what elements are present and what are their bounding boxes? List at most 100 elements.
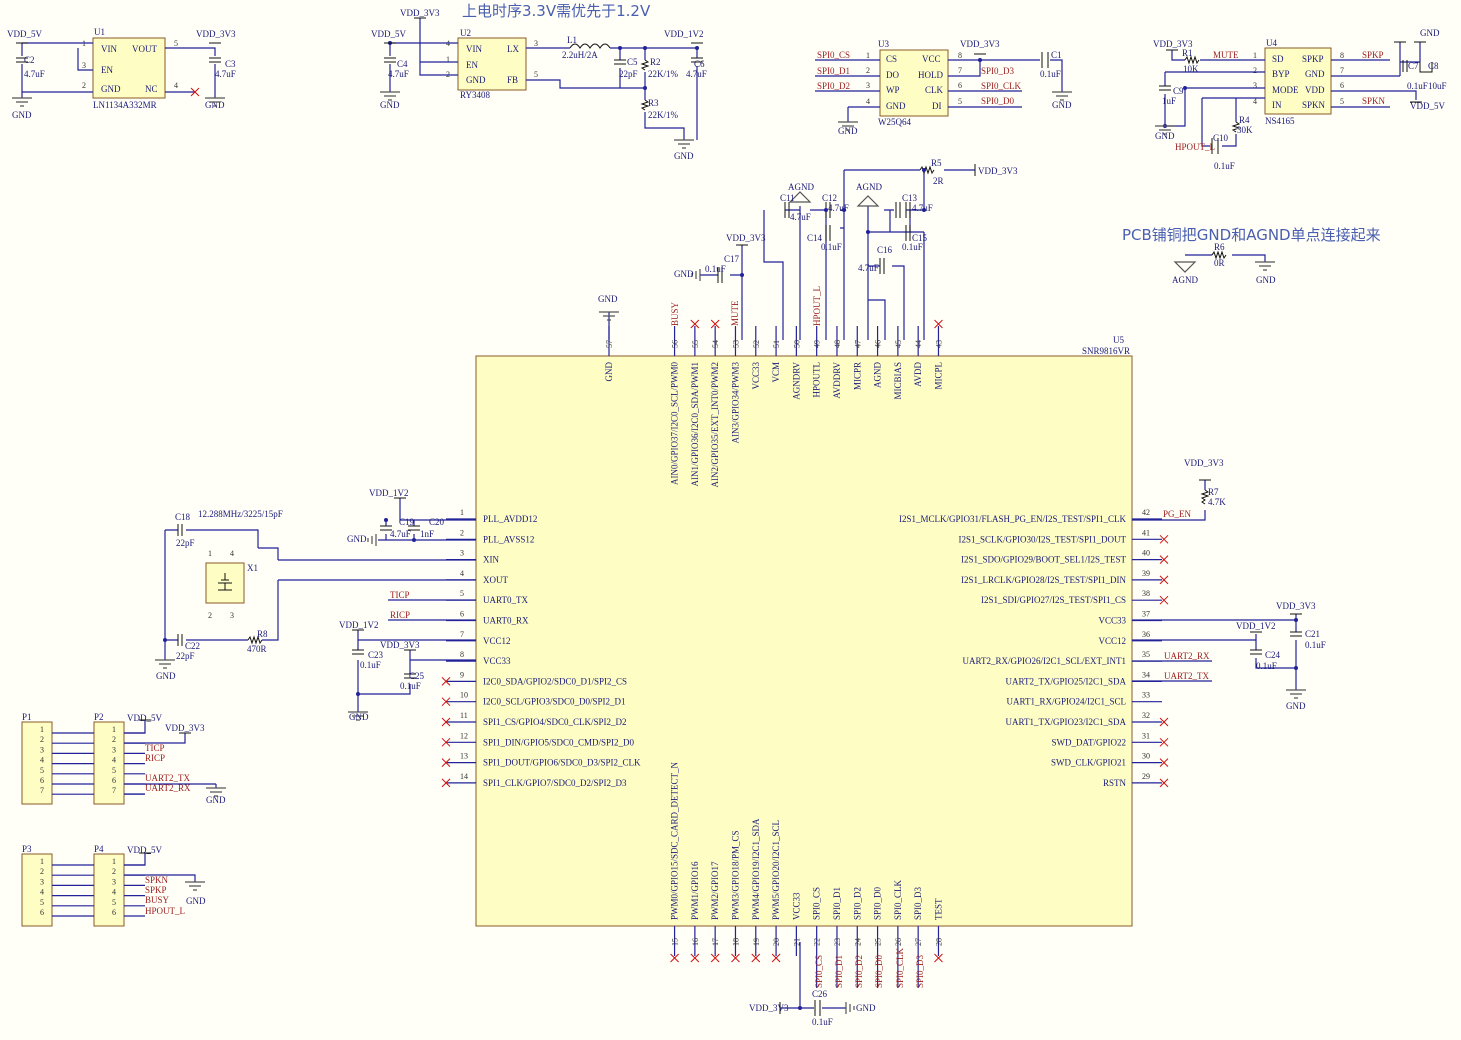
svg-text:0R: 0R: [1214, 258, 1225, 268]
svg-text:VIN: VIN: [101, 44, 117, 54]
u5-pin-number: 11: [460, 711, 468, 720]
svg-text:6: 6: [958, 81, 962, 90]
svg-text:TICP: TICP: [145, 743, 165, 753]
u5-pin-number: 19: [752, 938, 761, 946]
svg-text:VDD_3V3: VDD_3V3: [380, 640, 420, 650]
u5-pin-number: 43: [934, 340, 943, 348]
svg-text:SD: SD: [1272, 54, 1284, 64]
svg-text:C8: C8: [1428, 61, 1439, 71]
u5-pin-number: 45: [894, 340, 903, 348]
svg-text:C26: C26: [812, 989, 828, 999]
u5-pin-number: 23: [833, 938, 842, 946]
svg-text:2: 2: [866, 66, 870, 75]
svg-text:C23: C23: [368, 650, 384, 660]
u5-pin-number: 26: [894, 938, 903, 946]
svg-text:R8: R8: [257, 629, 268, 639]
u5-pin-number: 38: [1142, 589, 1150, 598]
u5-pin-number: 56: [671, 340, 680, 348]
svg-text:0.1uF: 0.1uF: [821, 242, 842, 252]
svg-text:SPI0_D0: SPI0_D0: [981, 96, 1015, 106]
connector-pin-number: 2: [40, 735, 44, 744]
svg-text:GND: GND: [101, 84, 121, 94]
svg-text:22K/1%: 22K/1%: [648, 69, 679, 79]
u5-pin-number: 32: [1142, 711, 1150, 720]
svg-text:AGND: AGND: [788, 182, 814, 192]
svg-text:C12: C12: [822, 193, 837, 203]
u5-pin-label: AVDD: [913, 362, 923, 387]
u5-main-chip: U5 SNR9816VR 1PLL_AVDD122PLL_AVSS123XIN4…: [441, 319, 1169, 988]
svg-text:2: 2: [208, 611, 212, 620]
u5-pin-number: 15: [671, 938, 680, 946]
svg-text:GND: GND: [206, 795, 226, 805]
svg-text:DI: DI: [932, 101, 942, 111]
svg-text:C17: C17: [724, 254, 740, 264]
u5-pin-number: 36: [1142, 630, 1150, 639]
connector-pin-number: 6: [112, 908, 116, 917]
svg-text:RY3408: RY3408: [460, 90, 491, 100]
svg-text:GND: GND: [347, 534, 367, 544]
svg-text:VDD_5V: VDD_5V: [127, 845, 162, 855]
u5-pin-label: VCC12: [1098, 636, 1126, 646]
svg-text:MUTE: MUTE: [1213, 50, 1239, 60]
svg-text:VDD_3V3: VDD_3V3: [196, 29, 236, 39]
svg-text:2.2uH/2A: 2.2uH/2A: [562, 50, 598, 60]
u5-pin-label: PLL_AVDD12: [483, 514, 537, 524]
svg-text:4.7uF: 4.7uF: [215, 69, 236, 79]
svg-text:4: 4: [866, 97, 870, 106]
u5-pin-number: 34: [1142, 670, 1150, 679]
svg-text:U1: U1: [94, 27, 105, 37]
u5-pin-label: AIN1/GPIO36/I2C0_SDA/PWM1: [690, 362, 700, 487]
u5-pin-label: I2C0_SCL/GPIO3/SDC0_D0/SPI2_D1: [483, 697, 626, 707]
u5-pin-label: UART0_TX: [483, 595, 528, 605]
svg-text:4.7uF: 4.7uF: [912, 203, 933, 213]
svg-text:VDD_1V2: VDD_1V2: [1236, 621, 1276, 631]
svg-text:U3: U3: [878, 39, 889, 49]
svg-text:GND: GND: [380, 100, 400, 110]
svg-text:GND: GND: [1052, 100, 1072, 110]
svg-text:EN: EN: [101, 65, 113, 75]
svg-text:MUTE: MUTE: [730, 300, 740, 326]
u5-pin-number: 40: [1142, 549, 1150, 558]
ground-join-note: PCB铺铜把GND和AGND单点连接起来: [1122, 226, 1381, 244]
svg-text:10K: 10K: [1183, 64, 1199, 74]
svg-text:SPI0_D1: SPI0_D1: [817, 66, 850, 76]
u2-dcdc: U2 RY3408 VIN EN GND LX FB 4 1 2 3 5 L1 …: [371, 8, 707, 161]
svg-text:12.288MHz/3225/15pF: 12.288MHz/3225/15pF: [198, 509, 283, 519]
u5-pin-label: SPI0_D0: [873, 886, 883, 920]
connector-pin-number: 6: [40, 776, 44, 785]
svg-text:4.7K: 4.7K: [1208, 497, 1226, 507]
svg-text:LN1134A332MR: LN1134A332MR: [93, 100, 157, 110]
connector-pin-number: 4: [112, 756, 116, 765]
u5-pin-number: 46: [874, 340, 883, 348]
connector-pin-number: 2: [112, 735, 116, 744]
u5-pin-number: 47: [853, 340, 862, 348]
u5-pin-label: VCM: [771, 362, 781, 383]
svg-text:2: 2: [1253, 66, 1257, 75]
svg-text:EN: EN: [466, 60, 478, 70]
svg-text:GND: GND: [156, 671, 176, 681]
svg-text:C4: C4: [397, 59, 408, 69]
u5-pin-label: HPOUTL: [812, 362, 822, 398]
svg-text:SPI0_D2: SPI0_D2: [854, 955, 864, 988]
svg-text:MODE: MODE: [1272, 85, 1299, 95]
svg-text:VDD_3V3: VDD_3V3: [1276, 601, 1316, 611]
svg-text:SPI0_D2: SPI0_D2: [817, 81, 850, 91]
connector-pin-number: 2: [112, 867, 116, 876]
u5-pin-label: PLL_AVSS12: [483, 534, 534, 544]
u5-pin-label: I2S1_SCLK/GPIO30/I2S_TEST/SPI1_DOUT: [958, 534, 1126, 544]
connector-pin-number: 6: [40, 908, 44, 917]
u5-pin-number: 1: [460, 508, 464, 517]
svg-text:4.7uF: 4.7uF: [390, 529, 411, 539]
u5-pin-label: XOUT: [483, 575, 508, 585]
svg-text:UART2_TX: UART2_TX: [145, 773, 190, 783]
svg-text:4.7uF: 4.7uF: [828, 203, 849, 213]
svg-text:C20: C20: [429, 517, 445, 527]
u5-pin-number: 21: [792, 938, 801, 946]
svg-text:VDD_5V: VDD_5V: [1410, 101, 1445, 111]
svg-text:1nF: 1nF: [420, 529, 434, 539]
u5-pin-label: I2S1_SDO/GPIO29/BOOT_SEL1/I2S_TEST: [961, 555, 1127, 565]
power-sequence-note: 上电时序3.3V需优先于1.2V: [462, 2, 651, 20]
u5-right-wiring: PG_EN UART2_RX UART2_TX R7 4.7K C21 0.1u…: [1132, 458, 1326, 711]
connector-pin-number: 5: [112, 766, 116, 775]
svg-text:C16: C16: [877, 245, 893, 255]
